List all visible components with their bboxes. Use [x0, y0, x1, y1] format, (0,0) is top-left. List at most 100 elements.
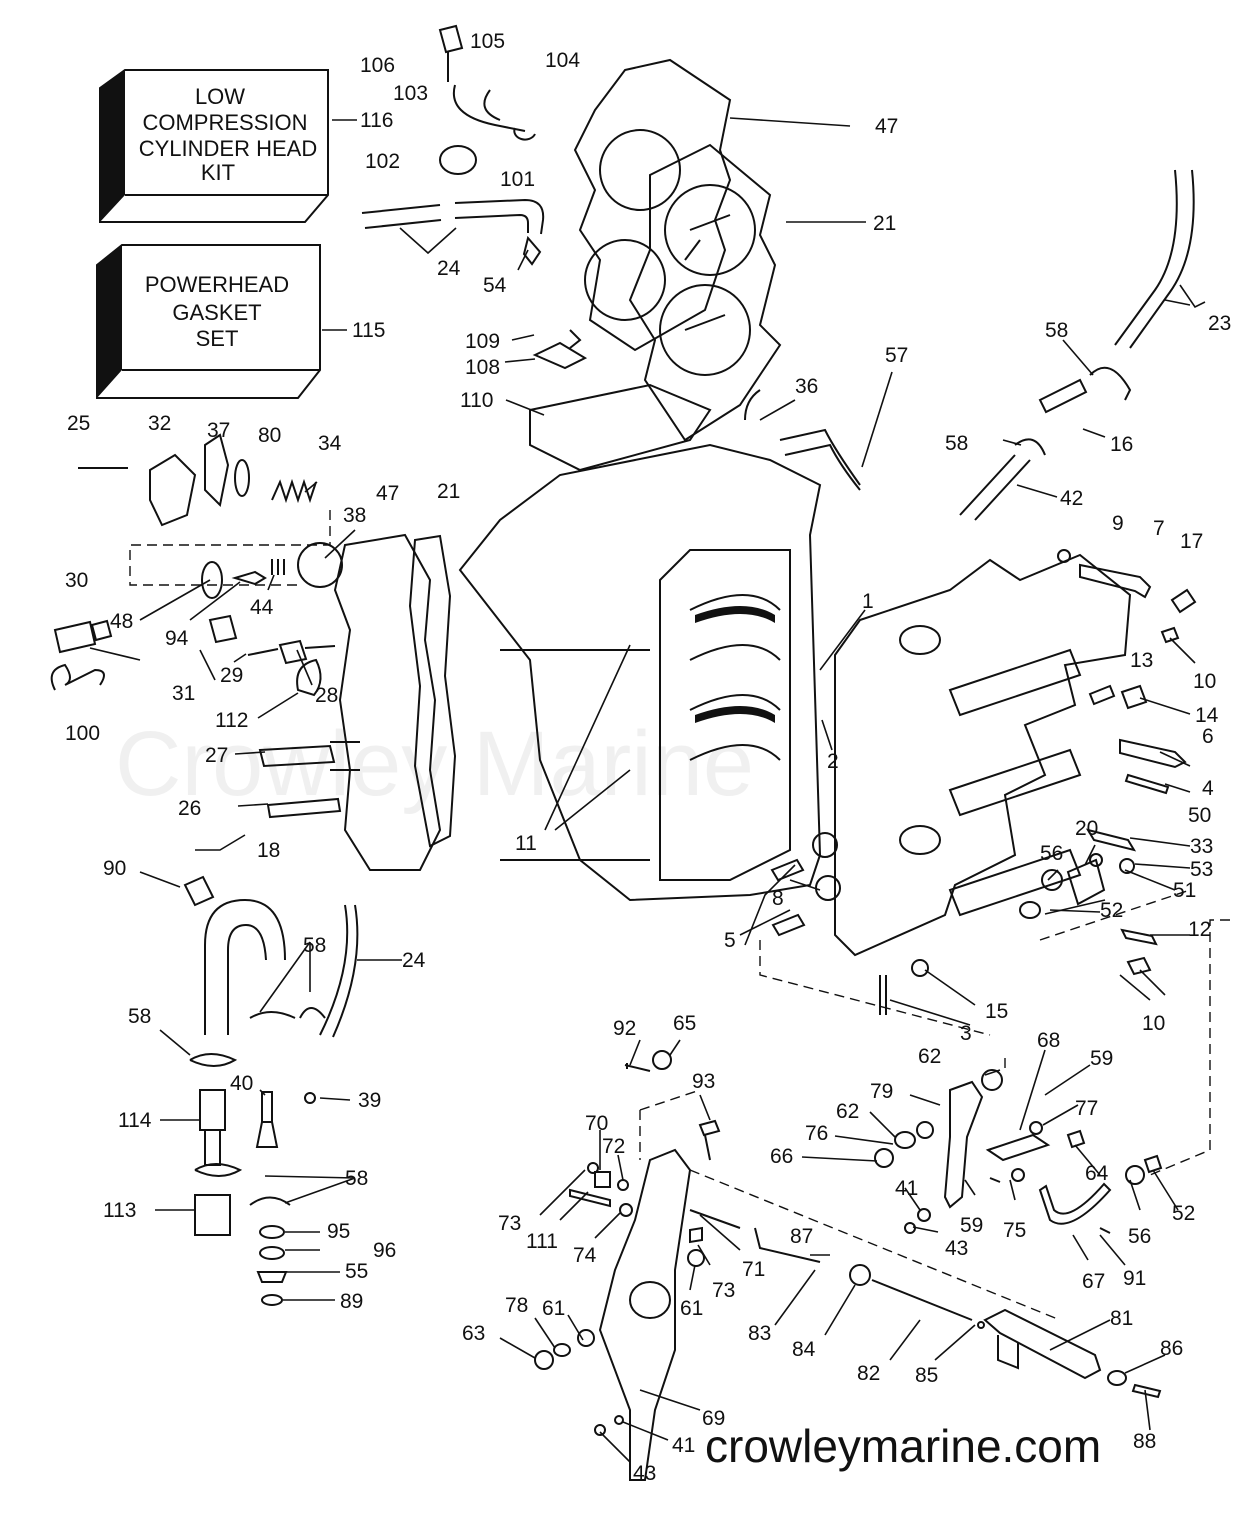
callout-67: 67 — [1082, 1270, 1105, 1293]
callout-15: 15 — [985, 1000, 1008, 1023]
callout-41-low: 41 — [672, 1434, 695, 1457]
kit-box-115: POWERHEAD GASKET SET — [96, 244, 321, 399]
callout-34: 34 — [318, 432, 342, 455]
part-outlines — [50, 24, 1230, 1481]
callout-50: 50 — [1188, 804, 1211, 827]
callout-32: 32 — [148, 412, 171, 435]
callout-91: 91 — [1123, 1267, 1146, 1290]
callout-56-low: 56 — [1128, 1225, 1151, 1248]
callout-89: 89 — [340, 1290, 363, 1313]
callout-95: 95 — [327, 1220, 350, 1243]
callout-76: 76 — [805, 1122, 828, 1145]
callout-58-left1: 58 — [303, 934, 326, 957]
callout-5: 5 — [724, 929, 736, 952]
callout-58-left2: 58 — [128, 1005, 151, 1028]
callout-33: 33 — [1190, 835, 1213, 858]
callout-105: 105 — [470, 30, 505, 53]
callout-20: 20 — [1075, 817, 1098, 840]
callout-102: 102 — [365, 150, 400, 173]
callout-28: 28 — [315, 684, 338, 707]
callout-58-left3: 58 — [345, 1167, 368, 1190]
callout-94: 94 — [165, 627, 189, 650]
callout-29: 29 — [220, 664, 243, 687]
callout-115: 115 — [352, 319, 385, 342]
callout-42: 42 — [1060, 487, 1083, 510]
callout-84: 84 — [792, 1338, 816, 1361]
callout-43-mid: 43 — [945, 1237, 968, 1260]
callout-56-mid: 56 — [1040, 842, 1063, 865]
callout-52-low: 52 — [1172, 1202, 1195, 1225]
callout-90: 90 — [103, 857, 126, 880]
callout-1: 1 — [862, 590, 874, 613]
callout-64: 64 — [1085, 1162, 1109, 1185]
kit-116-line-4: KIT — [201, 160, 235, 185]
callout-106: 106 — [360, 54, 395, 77]
callout-73-right: 73 — [712, 1279, 735, 1302]
callout-83: 83 — [748, 1322, 771, 1345]
callout-62-top: 62 — [918, 1045, 941, 1068]
leader-lines — [89, 117, 1206, 1463]
callout-52-mid: 52 — [1100, 899, 1123, 922]
callout-62-mid: 62 — [836, 1100, 859, 1123]
callout-8: 8 — [772, 887, 784, 910]
callout-110: 110 — [460, 389, 493, 412]
callout-12: 12 — [1188, 918, 1211, 941]
kit-115-line-3: SET — [196, 326, 239, 351]
callout-70: 70 — [585, 1112, 608, 1135]
callout-27: 27 — [205, 744, 228, 767]
callout-48: 48 — [110, 610, 133, 633]
callout-61-right: 61 — [680, 1297, 703, 1320]
callout-2: 2 — [827, 750, 839, 773]
callout-80: 80 — [258, 424, 281, 447]
callout-75: 75 — [1003, 1219, 1026, 1242]
callout-16: 16 — [1110, 433, 1133, 456]
callout-21-side: 21 — [437, 480, 460, 503]
callout-88: 88 — [1133, 1430, 1156, 1453]
callout-112: 112 — [215, 709, 248, 732]
callout-4: 4 — [1202, 777, 1214, 800]
callout-51: 51 — [1173, 879, 1196, 902]
callout-100: 100 — [65, 722, 100, 745]
callout-18: 18 — [257, 839, 280, 862]
callout-36: 36 — [795, 375, 818, 398]
callout-39: 39 — [358, 1089, 381, 1112]
callout-38: 38 — [343, 504, 366, 527]
callout-77: 77 — [1075, 1097, 1098, 1120]
callout-61-left: 61 — [542, 1297, 565, 1320]
callout-23: 23 — [1208, 312, 1231, 335]
callout-7: 7 — [1153, 517, 1165, 540]
callout-87: 87 — [790, 1225, 813, 1248]
callout-65: 65 — [673, 1012, 696, 1035]
callout-58-top: 58 — [1045, 319, 1068, 342]
kit-115-line-1: POWERHEAD — [145, 272, 289, 297]
callout-93: 93 — [692, 1070, 715, 1093]
callout-71: 71 — [742, 1258, 765, 1281]
callout-3: 3 — [960, 1022, 972, 1045]
callout-72: 72 — [602, 1135, 625, 1158]
footer-site-name: crowleymarine.com — [705, 1420, 1101, 1472]
callout-86: 86 — [1160, 1337, 1183, 1360]
callout-44: 44 — [250, 596, 274, 619]
callout-6: 6 — [1202, 725, 1214, 748]
callout-24-top: 24 — [437, 257, 461, 280]
callout-116: 116 — [360, 109, 393, 132]
callout-43-low: 43 — [633, 1462, 656, 1485]
callout-96: 96 — [373, 1239, 396, 1262]
callout-74: 74 — [573, 1244, 597, 1267]
callout-82: 82 — [857, 1362, 880, 1385]
callout-108: 108 — [465, 356, 500, 379]
kit-box-116: LOW COMPRESSION CYLINDER HEAD KIT — [99, 69, 329, 223]
callout-47-top: 47 — [875, 115, 898, 138]
callout-21-top: 21 — [873, 212, 896, 235]
callout-26: 26 — [178, 797, 201, 820]
callout-103: 103 — [393, 82, 428, 105]
callout-9: 9 — [1112, 512, 1124, 535]
callout-24-left: 24 — [402, 949, 426, 972]
callout-114: 114 — [118, 1109, 152, 1132]
callout-111: 111 — [526, 1230, 558, 1253]
callout-41-mid: 41 — [895, 1177, 918, 1200]
callout-59-top: 59 — [1090, 1047, 1113, 1070]
callout-40: 40 — [230, 1072, 253, 1095]
callout-11: 11 — [515, 832, 537, 855]
